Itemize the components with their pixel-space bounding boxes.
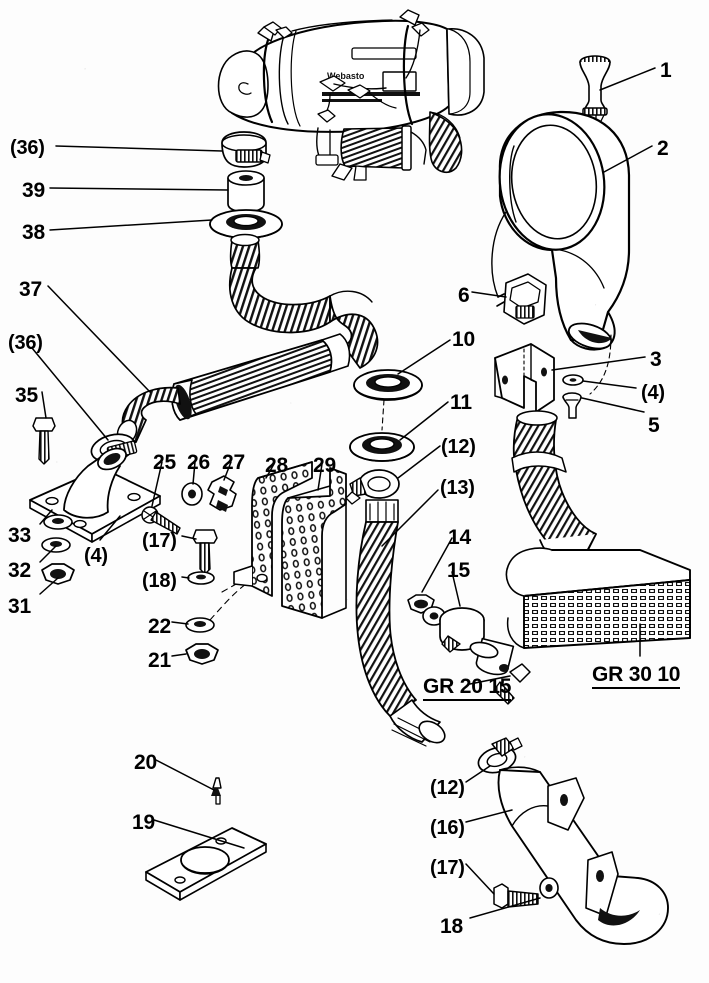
- callout-c10: 10: [452, 328, 475, 351]
- callout-c16: (16): [430, 817, 465, 839]
- part-2-intake-scoop: [498, 110, 631, 351]
- part-26-washer: [181, 482, 203, 506]
- callout-c36a: (36): [10, 137, 45, 159]
- part-27-clip: [207, 475, 237, 512]
- callout-c26: 26: [187, 451, 210, 474]
- callout-c29: 29: [313, 454, 336, 477]
- callout-c18a: (18): [142, 570, 177, 592]
- callout-c6: 6: [458, 284, 470, 307]
- part-31-nut: [41, 563, 75, 585]
- callout-c39: 39: [22, 179, 45, 202]
- part-12-clamp-lower: [477, 737, 523, 774]
- part-6-switch: [491, 211, 547, 325]
- callout-c4a: (4): [84, 545, 108, 567]
- callout-c4b: (4): [641, 382, 665, 404]
- callout-c17b: (17): [430, 857, 465, 879]
- callout-c36b: (36): [8, 332, 43, 354]
- group-label-gr-2015: GR 20 15: [423, 676, 511, 701]
- heater-unit: Webasto: [217, 9, 485, 181]
- callout-c2: 2: [657, 137, 669, 160]
- part-32-washer: [41, 537, 71, 553]
- part-5-screw-right: [562, 392, 582, 419]
- part-10-gasket: [353, 369, 423, 401]
- part-12-clamp-upper-hose: [345, 469, 400, 505]
- group-label-gr-3010: GR 30 10: [592, 664, 680, 689]
- callout-c20: 20: [134, 751, 157, 774]
- callout-c3: 3: [650, 348, 662, 371]
- part-15-bolt: [493, 663, 531, 705]
- part-36-clamp-upper: [221, 131, 271, 168]
- part-39-spacer: [227, 170, 265, 213]
- callout-c37: 37: [19, 278, 42, 301]
- svg-text:Webasto: Webasto: [327, 71, 365, 81]
- part-15-spacer-bush: [469, 637, 515, 676]
- callout-c25: 25: [153, 451, 176, 474]
- part-4-base-plate: [29, 447, 161, 543]
- callout-c31: 31: [8, 595, 31, 618]
- part-20-pin: [211, 777, 222, 805]
- callout-c13: (13): [440, 477, 475, 499]
- part-3-bracket: [494, 343, 555, 413]
- callout-c11: 11: [450, 391, 472, 414]
- part-28-29-straps: [233, 461, 347, 619]
- callout-c15: 15: [447, 559, 470, 582]
- leader-lines: [31, 67, 656, 919]
- part-37-exhaust-silencer: [111, 233, 379, 446]
- callout-c5: 5: [648, 414, 660, 437]
- part-16-defroster-duct: [497, 766, 669, 945]
- part-19-plate: [145, 827, 267, 901]
- part-18-washer-left: [187, 571, 215, 585]
- part-25-screw: [141, 506, 181, 535]
- callout-c27: 27: [222, 451, 245, 474]
- part-21-nut: [185, 643, 219, 665]
- part-17-bolt-left: [192, 529, 218, 575]
- callout-c14: 14: [448, 526, 471, 549]
- part-15-clamp: [439, 607, 485, 653]
- callout-c21: 21: [148, 649, 171, 672]
- part-13-flex-hose: [355, 499, 446, 747]
- callout-c1: 1: [660, 59, 672, 82]
- callout-c17a: (17): [142, 530, 177, 552]
- part-38-flange: [209, 209, 283, 239]
- callout-c35: 35: [15, 384, 38, 407]
- part-22-washer: [185, 617, 215, 633]
- callout-c32: 32: [8, 559, 31, 582]
- callout-c38: 38: [22, 221, 45, 244]
- part-17-bolt-bottom: [493, 883, 539, 909]
- callout-c12b: (12): [430, 777, 465, 799]
- part-11-flange: [349, 432, 415, 462]
- callout-c28: 28: [265, 454, 288, 477]
- part-35-bolt: [32, 417, 56, 465]
- duct-assembly-gr3010: [505, 410, 691, 649]
- callout-c12a: (12): [441, 436, 476, 458]
- callout-c19: 19: [132, 811, 155, 834]
- callout-c22: 22: [148, 615, 171, 638]
- callout-c33: 33: [8, 524, 31, 547]
- part-1-screw: [579, 55, 611, 144]
- part-33-washer: [43, 514, 73, 530]
- part-18-washer-bottom: [539, 877, 559, 899]
- callout-c18b: 18: [440, 915, 463, 938]
- part-4-washer-right: [562, 374, 584, 386]
